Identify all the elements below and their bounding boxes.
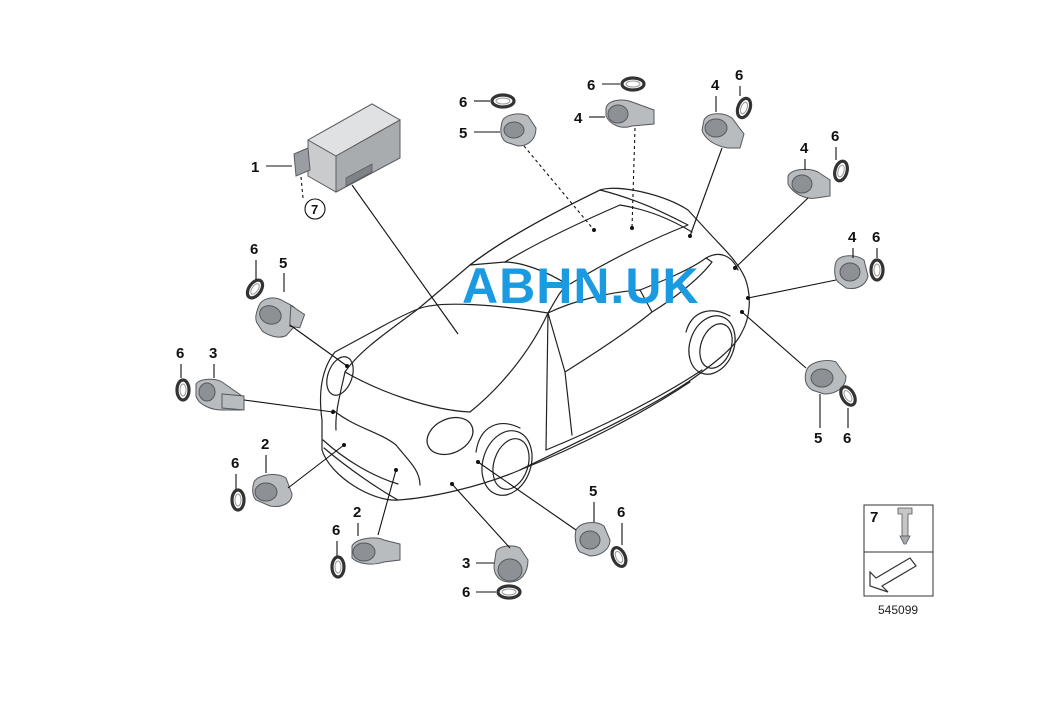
attachment-dots — [331, 226, 750, 486]
callout-6-2b: 6 — [332, 522, 340, 539]
callout-3a: 3 — [209, 345, 217, 362]
sensor-front-left-side — [175, 378, 245, 411]
sensor-top-5 — [490, 93, 537, 147]
callout-6-fl: 6 — [250, 241, 258, 258]
callout-6-r2: 6 — [831, 128, 839, 145]
callout-5-fl: 5 — [279, 255, 287, 272]
callout-3b: 3 — [462, 555, 470, 572]
callout-6-top: 6 — [459, 94, 467, 111]
sensor-front-bumper-center — [330, 537, 401, 579]
sensor-rear-right-2 — [787, 158, 851, 199]
callout-6-3b: 6 — [462, 584, 470, 601]
callout-6-4top: 6 — [587, 77, 595, 94]
callout-6-r3: 6 — [872, 229, 880, 246]
callout-4-r2: 4 — [800, 140, 809, 157]
control-unit — [293, 103, 402, 193]
watermark: ABHN.UK — [462, 258, 700, 314]
callout-6-2a: 6 — [231, 455, 239, 472]
callout-7-circle — [304, 198, 326, 220]
callout-5-rr: 5 — [814, 430, 822, 447]
sensor-side-front — [574, 522, 631, 571]
callout-6-3a: 6 — [176, 345, 184, 362]
sensor-front-bumper-left — [230, 474, 293, 512]
sensor-rear-corner — [804, 359, 860, 410]
callout-4-r1: 4 — [711, 77, 720, 94]
sensor-front-lower — [493, 545, 529, 600]
callout-2a: 2 — [261, 436, 269, 453]
sensor-front-left-upper — [242, 275, 308, 345]
sensor-top-4 — [605, 76, 655, 128]
callout-5-top: 5 — [459, 125, 467, 142]
callout-5-side: 5 — [589, 483, 597, 500]
callout-6-r1: 6 — [735, 67, 743, 84]
callout-1: 1 — [251, 159, 259, 176]
callout-6-rr: 6 — [843, 430, 851, 447]
legend-box — [863, 504, 934, 597]
callout-6-side: 6 — [617, 504, 625, 521]
callout-2b: 2 — [353, 504, 361, 521]
sensor-rear-right-1 — [701, 94, 755, 149]
sensor-rear-right-3 — [834, 255, 885, 289]
callout-4-top: 4 — [574, 110, 583, 127]
diagram-code: 545099 — [878, 603, 918, 617]
callout-4-r3: 4 — [848, 229, 857, 246]
car-outline — [319, 187, 750, 501]
callout-7: 7 — [311, 202, 318, 217]
legend-callout-7: 7 — [870, 509, 878, 526]
